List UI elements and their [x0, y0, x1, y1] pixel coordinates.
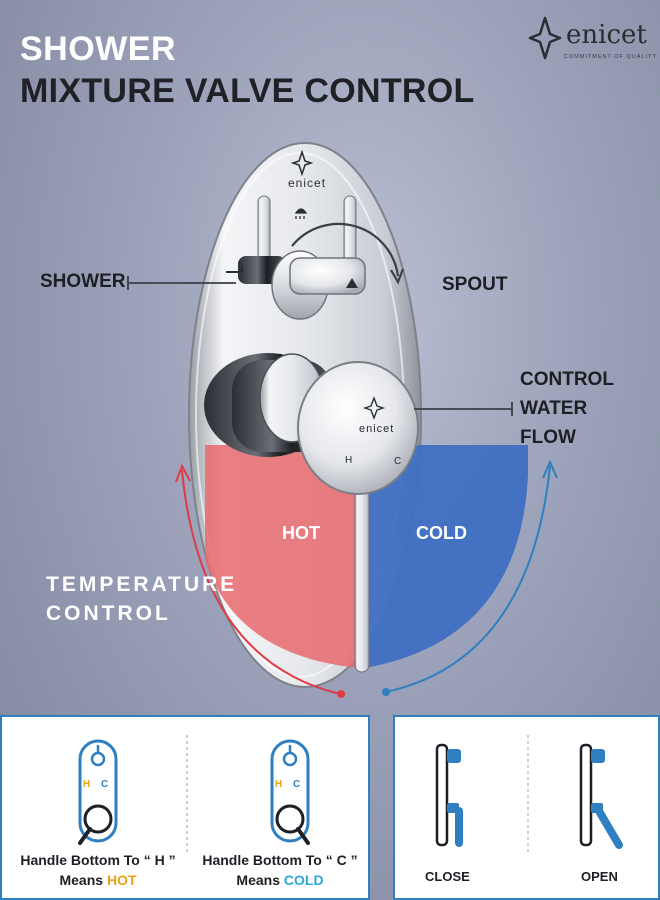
hot-arrow: [181, 469, 341, 695]
mixer-knob: [297, 361, 419, 495]
spout-triangle-icon: [346, 278, 358, 288]
temperature-control-label: TEMPERATURE CONTROL: [46, 573, 238, 625]
open-label: OPEN: [581, 869, 618, 884]
hot-icon-c: C: [101, 779, 109, 790]
cold-icon-c: C: [293, 779, 301, 790]
shower-label: SHOWER: [40, 271, 126, 292]
cold-zone: [360, 445, 528, 668]
diverter-knob: [289, 257, 366, 295]
spout-symbol-icon: [226, 266, 243, 273]
close-label: CLOSE: [425, 869, 470, 884]
cold-icon-h: H: [275, 779, 283, 790]
knob-brand-text: enicet: [359, 423, 395, 435]
hot-caption: Handle Bottom To “ H ” Means HOT: [20, 852, 176, 888]
cold-caption: Handle Bottom To “ C ” Means COLD: [202, 852, 358, 888]
hot-icon-h: H: [83, 779, 91, 790]
knob-h-mark: H: [345, 455, 353, 466]
title-line-1: SHOWER: [20, 30, 176, 68]
hot-zone-label: HOT: [282, 523, 320, 543]
brand-star-icon: [528, 16, 562, 60]
spout-label: SPOUT: [442, 274, 508, 295]
cold-arrow: [385, 465, 551, 693]
plate-logo-icon: [290, 149, 314, 177]
hot-handle-icon: [78, 739, 118, 845]
plate-brand-text: enicet: [288, 176, 327, 190]
brand-logo: enicet COMMITMENT OF QUALITY: [528, 14, 656, 64]
cold-zone-label: COLD: [416, 523, 467, 543]
knob-logo-icon: [362, 396, 386, 420]
hot-zone: [205, 445, 360, 668]
cold-handle-icon: [270, 739, 310, 845]
brand-name: enicet: [566, 20, 647, 50]
brand-tagline: COMMITMENT OF QUALITY: [564, 54, 658, 60]
temperature-instructions-panel: H C Handle Bottom To “ H ” Means HOT H C…: [0, 715, 370, 900]
flow-instructions-panel: CLOSE OPEN: [393, 715, 660, 900]
rotate-arrow-icon: [390, 268, 405, 285]
close-handle-icon: [435, 743, 463, 847]
panel-divider-right: [527, 735, 529, 855]
shower-head-icon: [294, 208, 308, 219]
valve-illustration: [127, 142, 558, 698]
panel-divider: [186, 735, 188, 855]
open-handle-icon: [579, 743, 623, 849]
title-line-2: MIXTURE VALVE CONTROL: [20, 72, 475, 110]
control-water-flow-label: CONTROL WATER FLOW: [520, 369, 614, 448]
knob-c-mark: C: [394, 456, 402, 467]
